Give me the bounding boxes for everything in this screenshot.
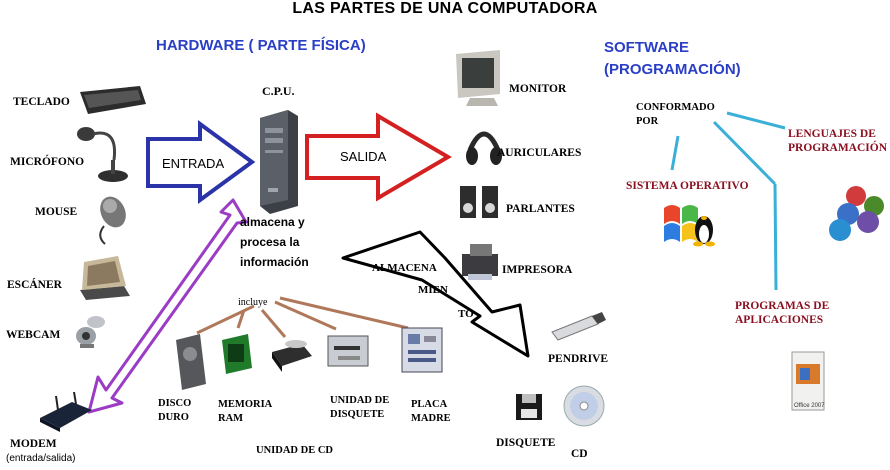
label-unidad-disquete-line1: UNIDAD DE xyxy=(330,395,390,406)
cd-disc-icon xyxy=(563,385,605,427)
microphone-icon xyxy=(77,127,128,182)
label-placa-madre-line1: PLACA xyxy=(411,399,448,410)
pendrive-icon xyxy=(551,312,606,341)
keyboard-icon xyxy=(80,86,146,114)
label-disco-duro-line2: DURO xyxy=(158,412,189,423)
label-cd: CD xyxy=(571,448,588,460)
label-unidad-disquete: UNIDAD DE DISQUETE xyxy=(330,394,389,422)
label-memoria-ram-line1: MEMORIA xyxy=(218,399,273,410)
almacenamiento-label-1: ALMACENA xyxy=(372,262,437,274)
software-heading-line2: (PROGRAMACIÓN) xyxy=(604,61,741,78)
software-lines xyxy=(670,111,786,291)
label-placa-madre-line2: MADRE xyxy=(411,413,451,424)
conformado-line2: POR xyxy=(636,116,659,127)
sistema-operativo-label: SISTEMA OPERATIVO xyxy=(626,180,749,192)
printer-icon xyxy=(462,244,498,280)
lenguajes-label: LENGUAJES DE PROGRAMACIÓN xyxy=(788,127,887,155)
programas-line2: APLICACIONES xyxy=(735,314,824,326)
lenguajes-line2: PROGRAMACIÓN xyxy=(788,142,888,154)
page-title: LAS PARTES DE UNA COMPUTADORA xyxy=(292,0,598,17)
programming-languages-icons xyxy=(829,186,884,241)
label-disco-duro-line1: DISCO xyxy=(158,398,192,409)
programas-label: PROGRAMAS DE APLICACIONES xyxy=(735,299,829,327)
cd-drive-icon xyxy=(272,340,312,372)
floppy-disk-icon xyxy=(516,394,542,420)
monitor-icon xyxy=(456,50,500,106)
label-cpu: C.P.U. xyxy=(262,84,295,98)
entrada-label: ENTRADA xyxy=(162,156,225,171)
label-parlantes: PARLANTES xyxy=(506,203,575,215)
salida-label: SALIDA xyxy=(340,149,387,164)
speakers-icon xyxy=(460,186,498,218)
windows-logo-icon xyxy=(664,205,698,242)
almacenamiento-label-3: TO xyxy=(458,308,474,320)
linux-tux-icon xyxy=(693,216,715,247)
label-webcam: WEBCAM xyxy=(6,329,61,341)
incluye-label: incluye xyxy=(238,297,268,308)
lenguajes-line1: LENGUAJES DE xyxy=(788,128,876,140)
label-microfono: MICRÓFONO xyxy=(10,156,85,168)
ram-icon xyxy=(222,334,252,374)
label-teclado: TECLADO xyxy=(13,96,70,108)
label-modem: MODEM xyxy=(10,438,57,450)
mouse-icon xyxy=(99,196,126,245)
label-disco-duro: DISCO DURO xyxy=(158,397,191,425)
modem-icon xyxy=(40,391,92,432)
office-box-icon xyxy=(791,351,825,411)
cpu-note-line3: información xyxy=(240,255,309,269)
label-impresora: IMPRESORA xyxy=(502,264,573,276)
label-pendrive: PENDRIVE xyxy=(548,353,609,365)
component-lines xyxy=(196,296,409,338)
hard-disk-icon xyxy=(176,334,206,390)
office-label: Office 2007 xyxy=(794,403,825,409)
almacenamiento-label-2: MIEN xyxy=(418,284,448,296)
almacenamiento-arrow xyxy=(341,230,530,358)
software-heading: SOFTWARE (PROGRAMACIÓN) xyxy=(604,37,741,81)
hardware-heading: HARDWARE ( PARTE FÍSICA) xyxy=(156,37,366,54)
cpu-note: almacena y procesa la información xyxy=(240,212,309,272)
cpu-tower-icon xyxy=(260,110,298,214)
motherboard-icon xyxy=(401,327,443,373)
label-disquete: DISQUETE xyxy=(496,437,556,449)
conformado-label: CONFORMADO POR xyxy=(636,101,715,129)
label-memoria-ram: MEMORIA RAM xyxy=(218,398,272,426)
entrada-arrow xyxy=(146,120,256,204)
label-unidad-cd: UNIDAD DE CD xyxy=(256,445,334,456)
programas-line1: PROGRAMAS DE xyxy=(735,300,830,312)
label-escaner: ESCÁNER xyxy=(7,279,62,291)
conformado-line1: CONFORMADO xyxy=(636,102,715,113)
cpu-note-line2: procesa la xyxy=(240,235,300,249)
modem-cpu-arrow xyxy=(87,198,248,414)
floppy-drive-icon xyxy=(327,335,369,367)
headphones-icon xyxy=(466,131,502,165)
label-mouse: MOUSE xyxy=(35,206,78,218)
webcam-icon xyxy=(76,316,105,348)
label-memoria-ram-line2: RAM xyxy=(218,413,244,424)
salida-arrow xyxy=(305,112,452,202)
label-unidad-disquete-line2: DISQUETE xyxy=(330,409,385,420)
software-heading-line1: SOFTWARE xyxy=(604,39,689,56)
label-modem-sub: (entrada/salida) xyxy=(6,453,76,464)
label-monitor: MONITOR xyxy=(509,83,567,95)
cpu-note-line1: almacena y xyxy=(240,215,305,229)
scanner-icon xyxy=(80,256,130,300)
label-auriculares: AURICULARES xyxy=(497,147,582,159)
label-placa-madre: PLACA MADRE xyxy=(411,398,451,426)
